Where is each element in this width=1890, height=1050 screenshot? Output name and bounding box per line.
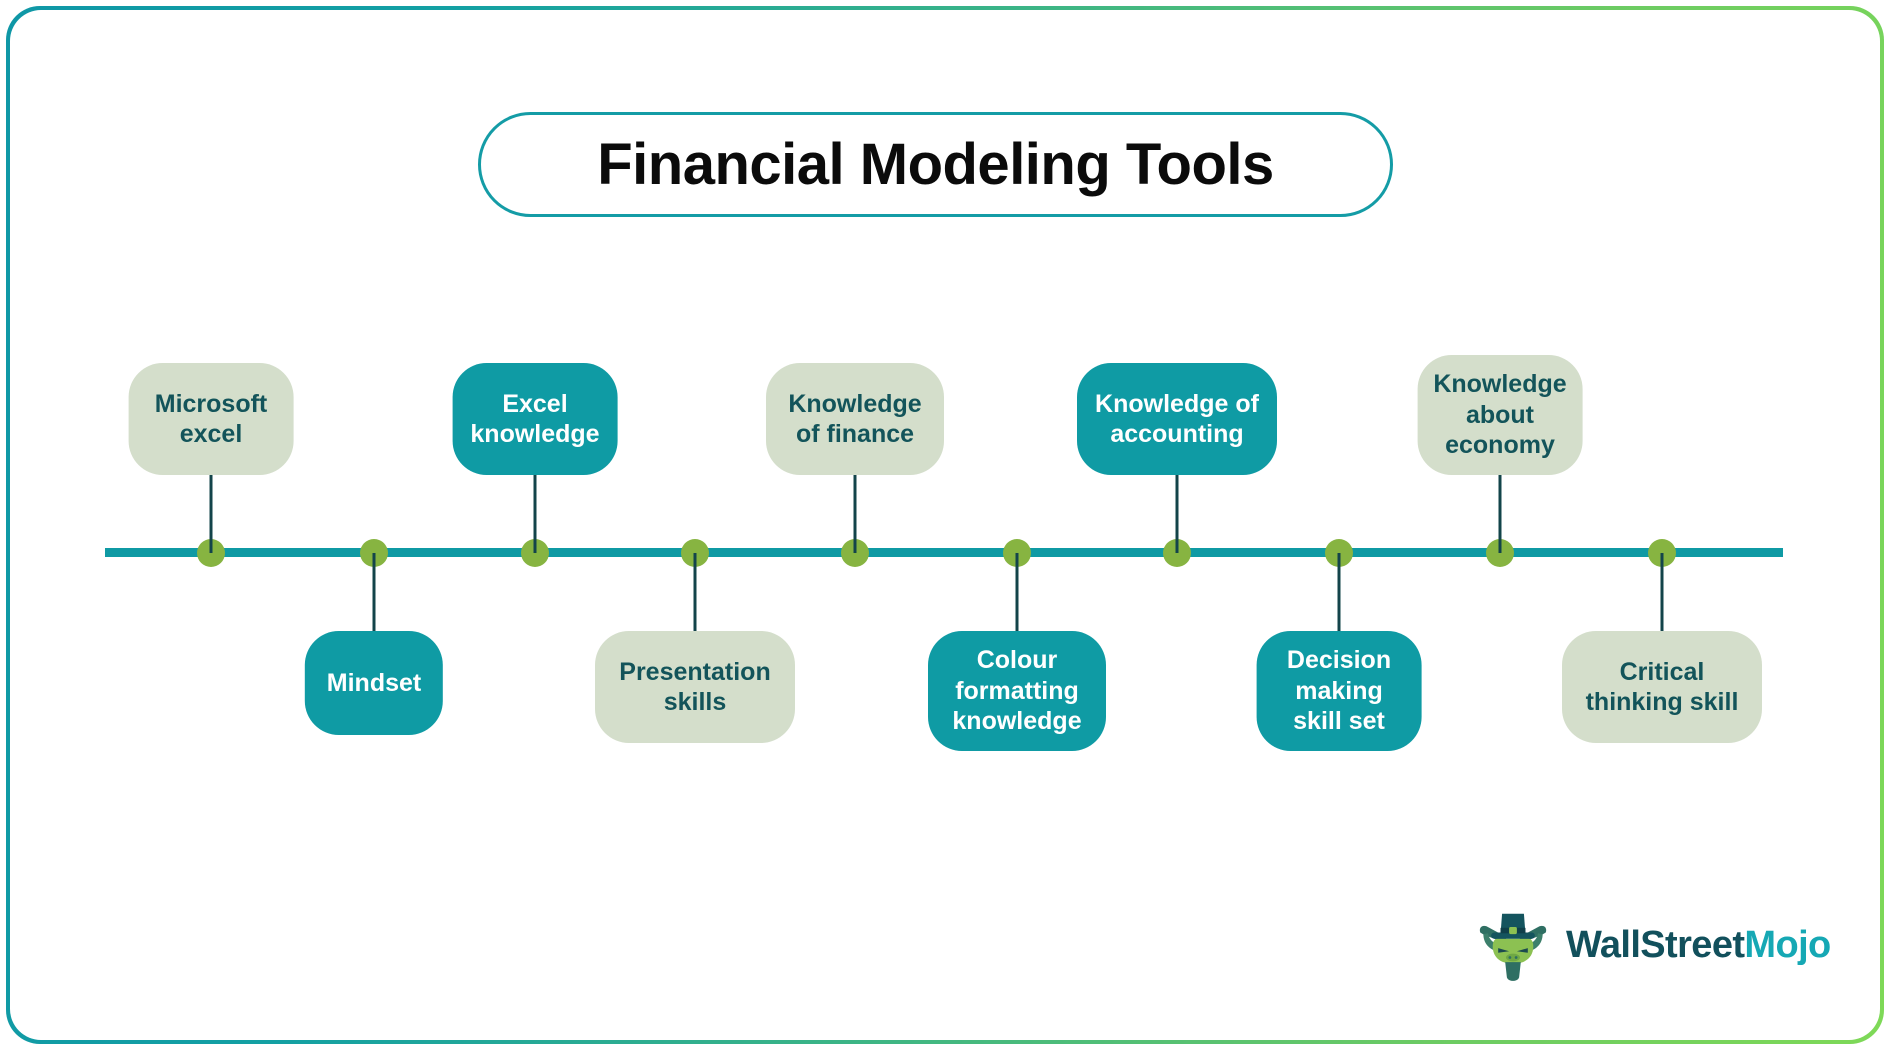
node-box-mindset[interactable]: Mindset [304, 631, 444, 735]
node-label-colour-formatting: Colour formatting knowledge [952, 646, 1082, 736]
connector-knowledge-economy [1498, 475, 1502, 553]
timeline-axis [105, 548, 1783, 557]
node-label-microsoft-excel: Microsoft excel [154, 389, 268, 449]
connector-excel-knowledge [533, 475, 537, 553]
connector-knowledge-accounting [1175, 475, 1179, 553]
node-label-decision-making: Decision making skill set [1286, 646, 1392, 736]
node-label-knowledge-accounting: Knowledge of accounting [1095, 389, 1259, 449]
connector-knowledge-of-finance [853, 475, 857, 553]
node-label-presentation-skills: Presentation skills [619, 657, 771, 717]
node-label-excel-knowledge: Excel knowledge [470, 389, 600, 449]
logo-wordmark: WallStreetMojo [1566, 924, 1831, 967]
node-box-decision-making[interactable]: Decision making skill set [1256, 631, 1422, 751]
node-label-critical-thinking: Critical thinking skill [1585, 657, 1739, 717]
node-box-colour-formatting[interactable]: Colour formatting knowledge [928, 631, 1106, 751]
node-box-excel-knowledge[interactable]: Excel knowledge [452, 363, 618, 475]
node-box-knowledge-accounting[interactable]: Knowledge of accounting [1077, 363, 1277, 475]
title-pill: Financial Modeling Tools [478, 112, 1393, 217]
bull-mascot-tophat-icon [1479, 913, 1547, 981]
node-box-knowledge-economy[interactable]: Knowledge about economy [1417, 355, 1583, 475]
page-title: Financial Modeling Tools [597, 132, 1274, 197]
node-box-microsoft-excel[interactable]: Microsoft excel [128, 363, 294, 475]
connector-microsoft-excel [209, 475, 213, 553]
connector-presentation-skills [693, 553, 697, 631]
wallstreetmojo-logo: WallStreetMojo [1474, 905, 1831, 985]
node-label-knowledge-economy: Knowledge about economy [1433, 370, 1567, 460]
node-box-presentation-skills[interactable]: Presentation skills [595, 631, 795, 743]
connector-critical-thinking [1660, 553, 1664, 631]
node-box-knowledge-of-finance[interactable]: Knowledge of finance [766, 363, 944, 475]
node-label-knowledge-of-finance: Knowledge of finance [788, 389, 922, 449]
node-box-critical-thinking[interactable]: Critical thinking skill [1562, 631, 1762, 743]
connector-decision-making [1337, 553, 1341, 631]
connector-colour-formatting [1015, 553, 1019, 631]
node-label-mindset: Mindset [326, 668, 422, 697]
logo-word-part-2: Mojo [1744, 923, 1831, 966]
logo-word-part-1: WallStreet [1566, 923, 1745, 966]
connector-mindset [372, 553, 376, 631]
